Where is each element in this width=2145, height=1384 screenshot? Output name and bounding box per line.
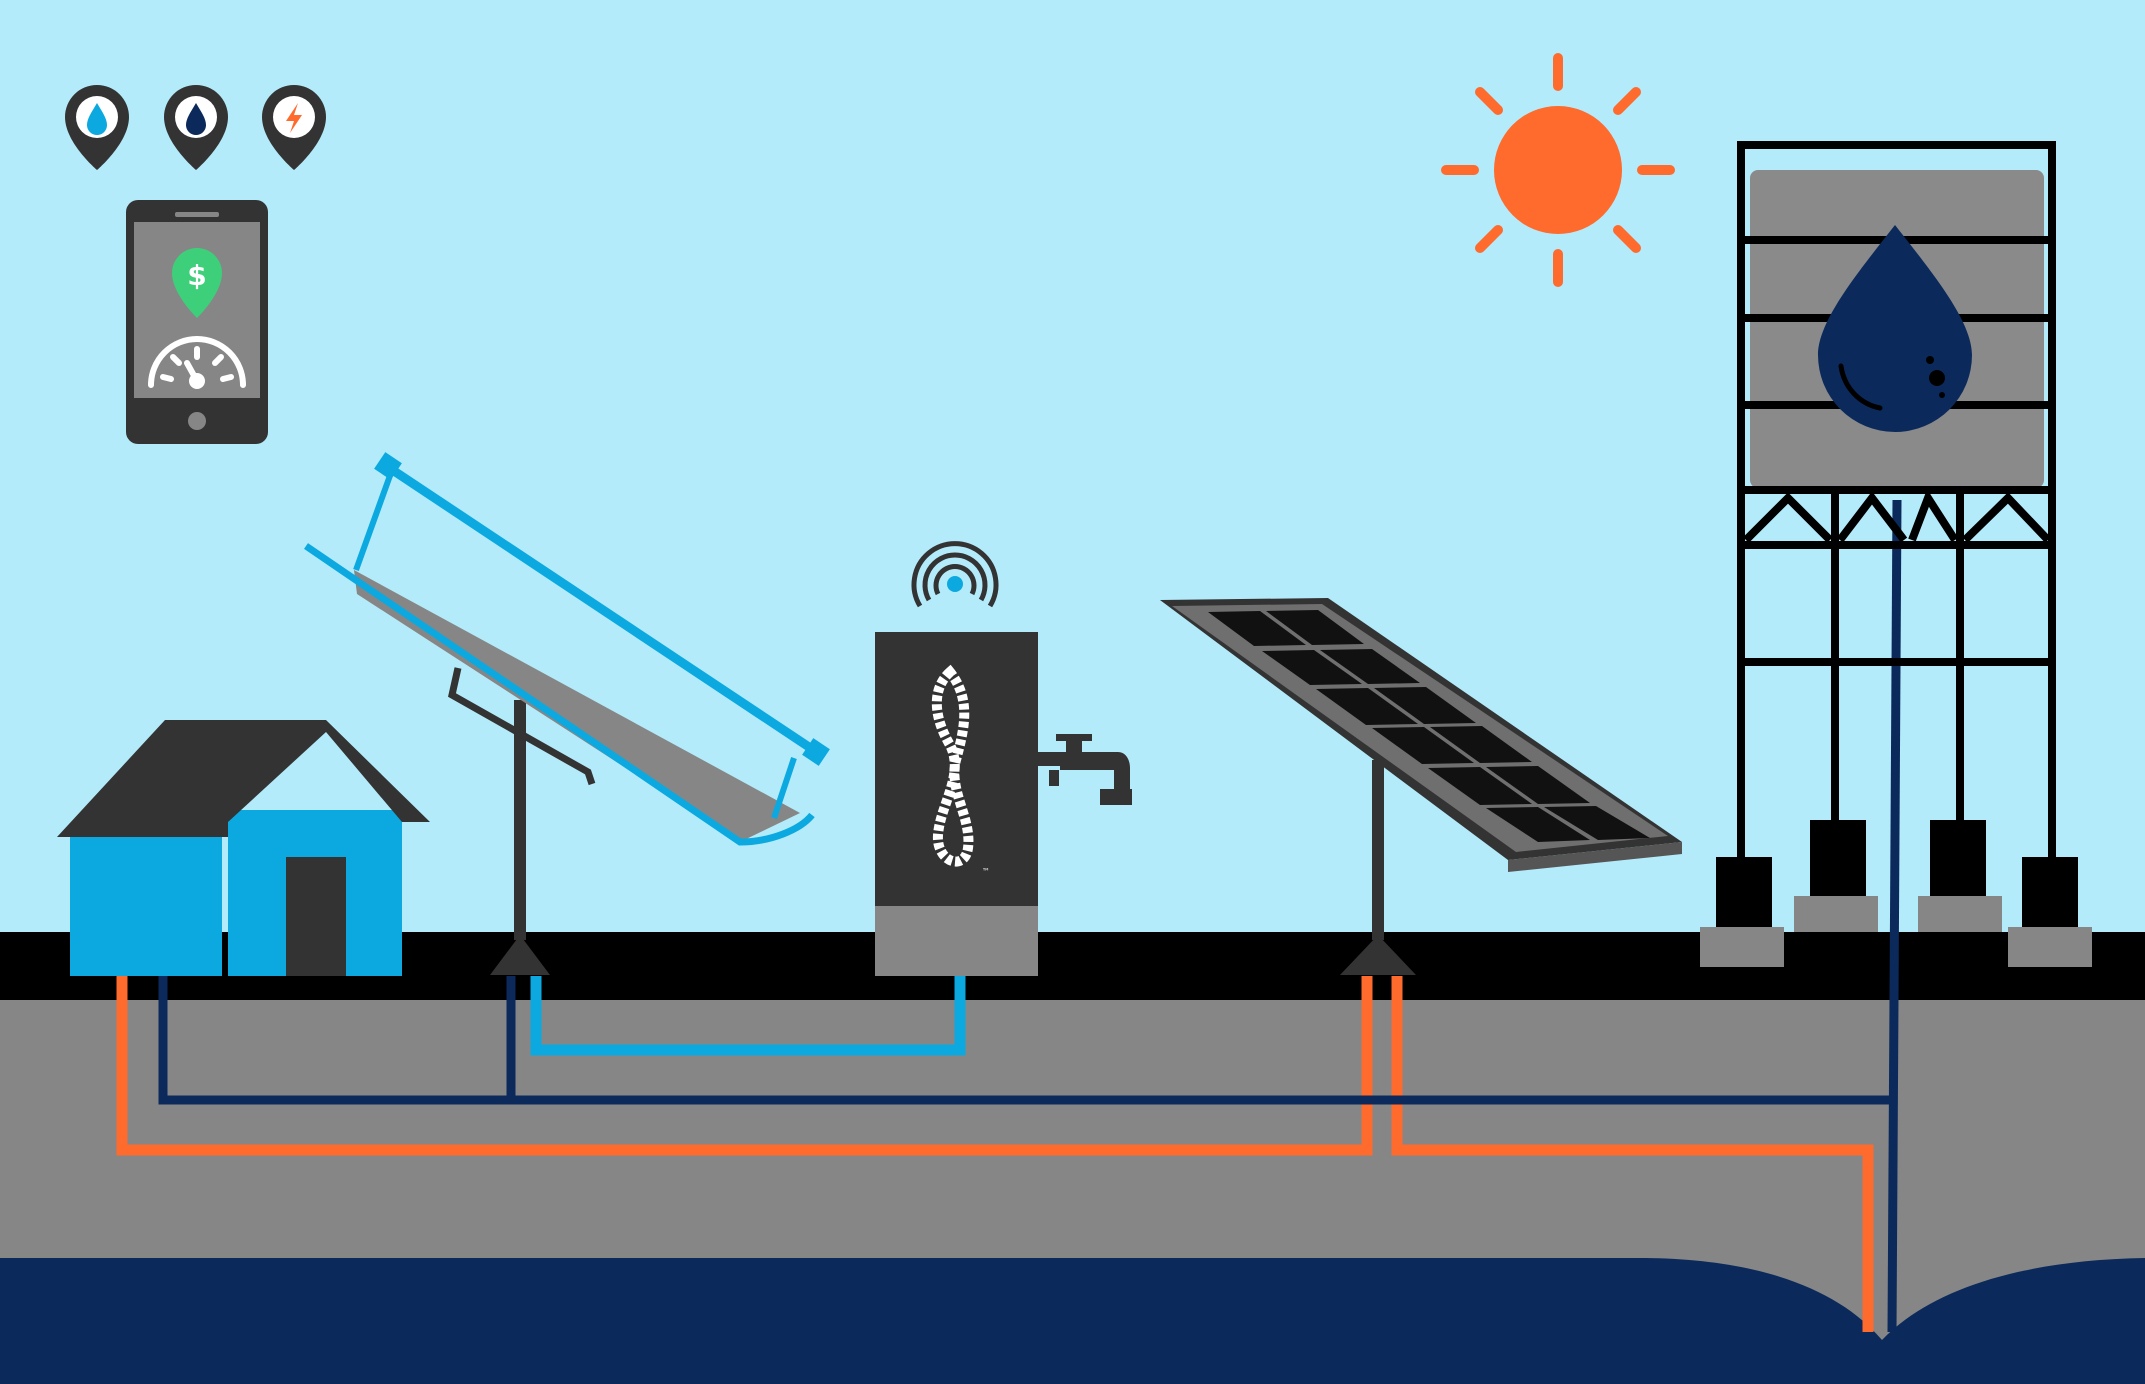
pv-base (1340, 935, 1416, 975)
lightning-pin-icon (262, 85, 326, 170)
concentrator-strut-top (353, 468, 395, 572)
cyan-pipe-concentrator-to-generator (530, 976, 966, 1056)
speedometer-gauge-icon (148, 336, 246, 389)
concentrator-trough (354, 570, 800, 842)
orange-pipe-panel-to-aquifer (1391, 976, 1874, 1332)
concentrator-pole (514, 700, 526, 940)
orange-pipe-house-to-panel (116, 976, 1373, 1156)
phone-speaker (175, 212, 219, 217)
receiver-end-cap-bottom (802, 738, 830, 766)
faucet-icon (1038, 734, 1132, 805)
condenser-coil-icon (931, 664, 974, 867)
concentrator-base (490, 935, 550, 975)
tower-frame (1737, 141, 2056, 860)
trademark-mark: ™ (982, 867, 990, 876)
concentrator-bracket (448, 667, 596, 786)
water-drop-icon (1818, 225, 1972, 432)
water-tower (1700, 141, 2092, 967)
pv-pole (1372, 760, 1384, 940)
solar-pv-panel (1160, 598, 1682, 975)
location-pins (65, 85, 326, 170)
tower-footings (1700, 820, 2092, 967)
navy-pipe-house-to-well (158, 976, 1892, 1105)
phone-dollar-sign: $ (187, 259, 206, 292)
pv-edge (1508, 842, 1682, 872)
house-wall-left (70, 836, 222, 976)
underground-pipes (116, 499, 1902, 1333)
water-drop-dark-pin-icon (164, 85, 228, 170)
house-door (286, 857, 346, 976)
sun-icon (1441, 53, 1675, 287)
aquifer-layer (0, 1258, 2145, 1384)
concentrator-trough-rim (304, 543, 815, 846)
house (57, 720, 430, 976)
phone-home-button (188, 412, 206, 430)
solar-concentrator (304, 452, 830, 975)
concentrator-receiver-tube (385, 463, 821, 757)
wireless-signal-icon (911, 541, 999, 608)
concentrator-strut-bottom (771, 757, 797, 819)
pv-cells (1208, 610, 1650, 842)
water-drop-light-pin-icon (65, 85, 129, 170)
water-generator: ™ (875, 541, 1132, 976)
house-roof (57, 720, 430, 837)
dollar-pin-icon: $ (172, 248, 222, 318)
generator-base (875, 906, 1038, 976)
smartphone: $ (126, 200, 268, 444)
receiver-end-cap-top (374, 452, 402, 480)
navy-pipe-tank-to-aquifer (1887, 499, 1902, 1333)
